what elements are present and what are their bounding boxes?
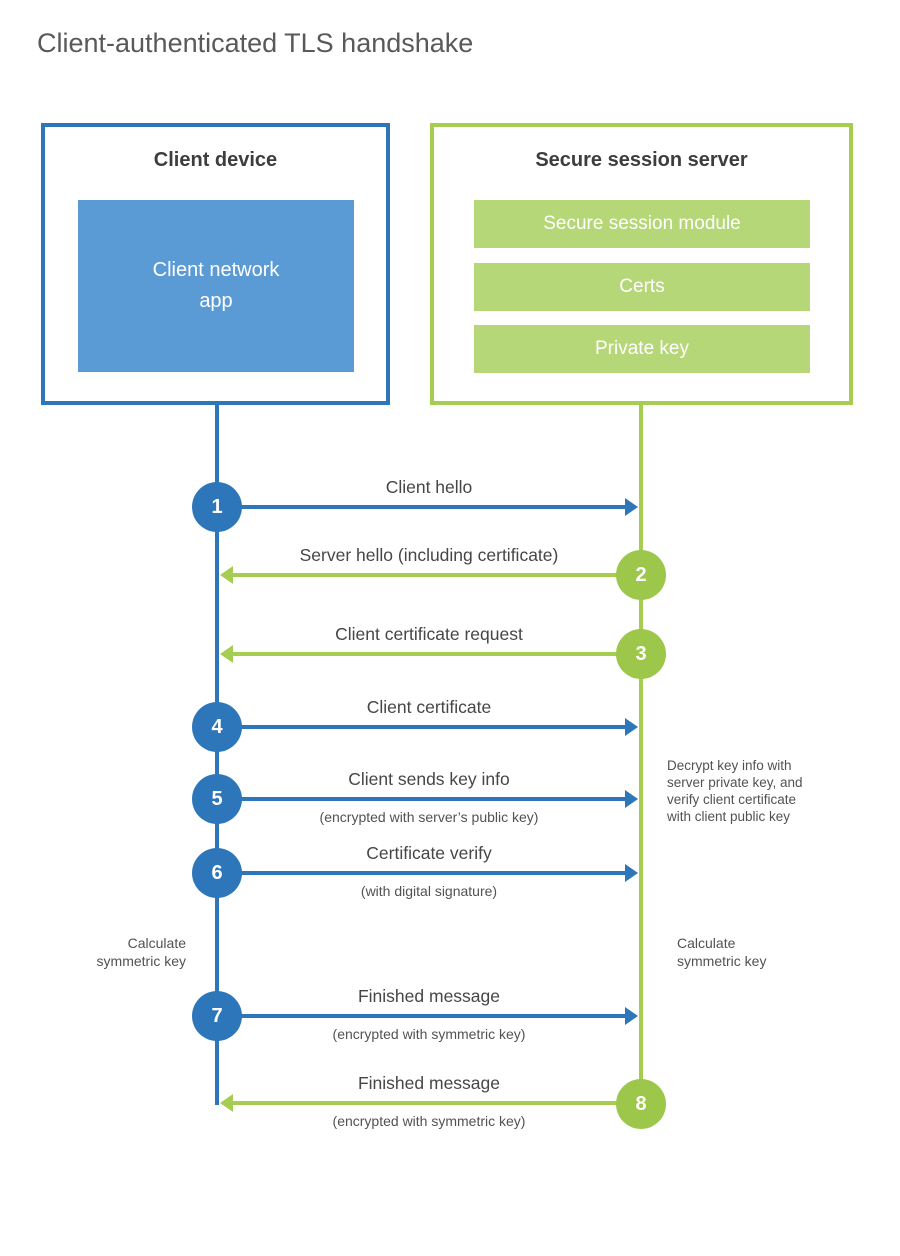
server-module-private-key: Private key [474,325,810,373]
server-lifeline [639,405,643,1104]
step-6-badge: 6 [192,848,242,898]
server-box-title: Secure session server [535,149,748,171]
step-8-sublabel: (encrypted with symmetric key) [332,1113,526,1129]
step-5-badge: 5 [192,774,242,824]
server-module-certs: Certs [474,263,810,311]
step-1-arrow-right-icon [217,498,638,516]
step-5-label: Client sends key info [348,769,510,789]
client-lifeline [215,405,219,1105]
server-module-secure-session: Secure session module [474,200,810,248]
page-title: Client-authenticated TLS handshake [37,28,474,58]
calculate-symmetric-key-left: Calculate symmetric key [96,935,186,970]
step-4-arrow-right-icon [217,718,638,736]
calculate-symmetric-key-right: Calculate symmetric key [677,935,767,970]
step-3-arrow-left-icon [220,645,641,663]
step-8-label: Finished message [357,1073,501,1093]
step-2-label: Server hello (including certificate) [299,545,559,565]
client-network-app-box: Client network app [78,200,354,372]
step-3-label: Client certificate request [335,624,523,644]
step-6-arrow-right-icon [217,864,638,882]
step-6-label: Certificate verify [366,843,492,863]
step-7-arrow-right-icon [217,1007,638,1025]
step-7-badge: 7 [192,991,242,1041]
step-6-sublabel: (with digital signature) [360,883,498,899]
step-5-sublabel: (encrypted with server’s public key) [319,809,539,825]
decrypt-note: Decrypt key info with server private key… [667,758,803,825]
step-3-badge: 3 [616,629,666,679]
step-7-label: Finished message [357,986,501,1006]
step-4-label: Client certificate [366,697,492,717]
step-1-badge: 1 [192,482,242,532]
step-2-arrow-left-icon [220,566,641,584]
step-7-sublabel: (encrypted with symmetric key) [332,1026,526,1042]
step-5-arrow-right-icon [217,790,638,808]
step-4-badge: 4 [192,702,242,752]
step-8-badge: 8 [616,1079,666,1129]
step-2-badge: 2 [616,550,666,600]
step-8-arrow-left-icon [220,1094,641,1112]
client-device-title: Client device [153,149,278,171]
step-1-label: Client hello [385,477,473,497]
